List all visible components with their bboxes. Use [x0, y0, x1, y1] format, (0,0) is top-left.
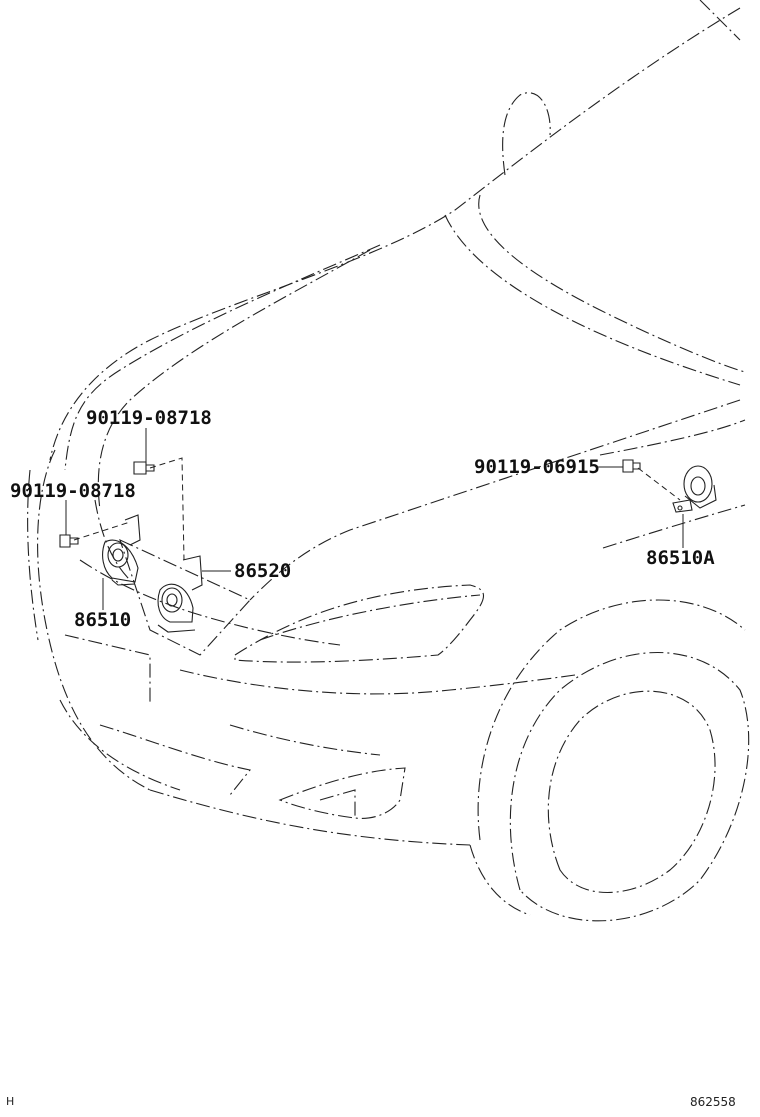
bolt-icons: [59, 459, 641, 548]
part-number-bolt-left[interactable]: 90119-08718: [10, 480, 136, 502]
part-number-bolt-right[interactable]: 90119-06915: [474, 456, 600, 478]
horn-86510-drawing: [102, 514, 141, 586]
assembly-chain-lines: [73, 457, 681, 561]
horn-86520-drawing: [157, 555, 203, 633]
part-number-bolt-upper-left[interactable]: 90119-08718: [86, 407, 212, 429]
leader-lines: [65, 428, 684, 610]
footer-left-code: H: [6, 1095, 15, 1108]
car-body-outline: [27, 0, 750, 922]
part-number-horn-low[interactable]: 86510: [74, 609, 132, 631]
horn-86510A-drawing: [672, 465, 717, 513]
part-number-horn-alt[interactable]: 86510A: [646, 547, 715, 569]
illustration-number: 862558: [690, 1095, 736, 1109]
part-number-horn-high[interactable]: 86520: [234, 560, 292, 582]
